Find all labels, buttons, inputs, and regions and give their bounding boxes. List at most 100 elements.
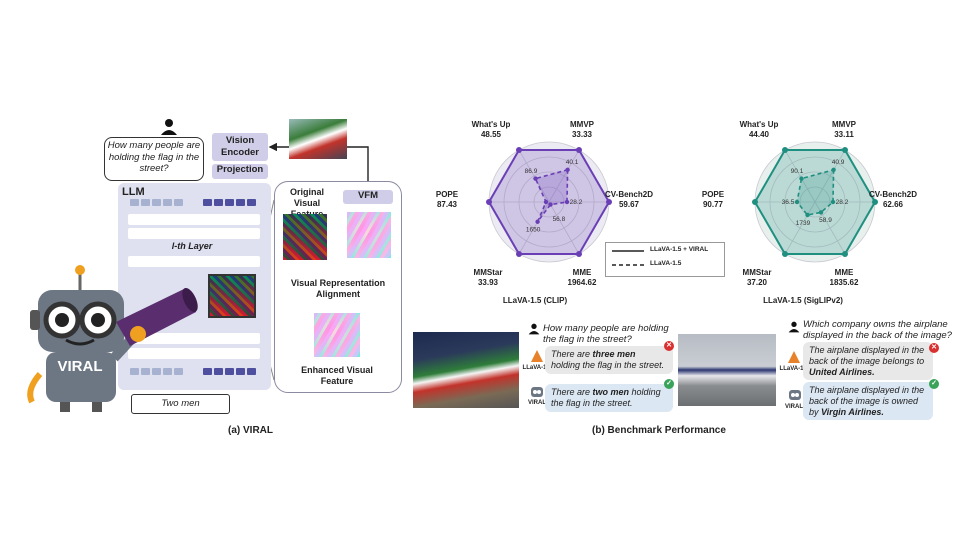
question-bubble: How many people are holding the flag in … bbox=[104, 137, 204, 181]
radar-inner-label: 1739 bbox=[796, 220, 811, 227]
radar-point bbox=[830, 199, 836, 205]
vision-encoder-label: Vision Encoder bbox=[220, 135, 259, 158]
caption-b: (b) Benchmark Performance bbox=[592, 425, 726, 436]
text-token bbox=[174, 199, 183, 206]
enhanced-feature-map bbox=[314, 313, 360, 357]
radar-point bbox=[872, 199, 878, 205]
radar-point bbox=[576, 147, 582, 154]
caption-a: (a) VIRAL bbox=[228, 425, 273, 436]
layer-bar bbox=[128, 348, 260, 359]
radar-inner-label: 40.1 bbox=[566, 159, 579, 166]
radar-point bbox=[799, 176, 804, 181]
legend-solid-line bbox=[612, 250, 644, 252]
radar-axis-line bbox=[548, 201, 580, 255]
enhanced-feature-label: Enhanced Visual Feature bbox=[301, 365, 373, 386]
layer-bar bbox=[128, 214, 260, 225]
radar-point bbox=[842, 147, 848, 154]
legend-entry-viral: LLaVA-1.5 + VIRAL bbox=[650, 246, 709, 253]
llava-logo-icon bbox=[531, 350, 543, 362]
text-token bbox=[141, 199, 150, 206]
text-token bbox=[130, 199, 139, 206]
user-icon bbox=[788, 321, 800, 333]
radar-point bbox=[752, 199, 758, 205]
radar-point bbox=[486, 199, 492, 205]
visual-token bbox=[214, 199, 223, 206]
radar-point bbox=[794, 199, 800, 205]
chart-legend: LLaVA-1.5 + VIRAL LLaVA-1.5 bbox=[605, 242, 725, 277]
text-token bbox=[141, 368, 150, 375]
radar-point bbox=[805, 212, 810, 218]
radar-point bbox=[535, 219, 540, 224]
radar-inner-label: 1650 bbox=[526, 227, 541, 234]
visual-token bbox=[247, 199, 256, 206]
example1-viral-answer: There are two men holding the flag in th… bbox=[545, 384, 673, 412]
radar-axis-line bbox=[814, 149, 846, 203]
radar-point bbox=[543, 199, 549, 205]
answer-text: Two men bbox=[161, 398, 200, 409]
example1-image bbox=[413, 332, 519, 408]
example1-viral-model: VIRAL bbox=[528, 400, 546, 406]
legend-entry-baseline: LLaVA-1.5 bbox=[650, 260, 682, 267]
radar-point bbox=[533, 176, 538, 181]
visual-token bbox=[214, 368, 223, 375]
vfm-label: VFM bbox=[357, 190, 379, 201]
radar-inner-label: 36.5 bbox=[782, 199, 795, 206]
robot-mascot-icon bbox=[27, 265, 198, 412]
robot-label: VIRAL bbox=[57, 358, 103, 375]
wrong-icon: ✕ bbox=[664, 341, 674, 351]
radar-inner-label: 58.9 bbox=[819, 217, 832, 224]
text-token bbox=[163, 368, 172, 375]
visual-token bbox=[236, 199, 245, 206]
input-tokens-row bbox=[130, 199, 265, 207]
radar-axis-line bbox=[784, 201, 816, 255]
radar-axis-line bbox=[784, 149, 816, 203]
layer-bar bbox=[128, 333, 260, 344]
layer-bar bbox=[128, 228, 260, 239]
input-image bbox=[289, 119, 347, 159]
radar-point bbox=[576, 250, 582, 257]
radar-axis-line bbox=[518, 201, 550, 255]
projection-label: Projection bbox=[216, 164, 264, 175]
example2-question: Which company owns the airplane displaye… bbox=[803, 319, 952, 341]
visual-token bbox=[203, 199, 212, 206]
text-token bbox=[152, 199, 161, 206]
visual-token bbox=[225, 368, 234, 375]
radar-point bbox=[831, 167, 836, 172]
radar-point bbox=[606, 199, 612, 205]
radar-point bbox=[818, 210, 824, 215]
visual-token bbox=[225, 199, 234, 206]
vfm-feature-map bbox=[347, 212, 391, 258]
layer-label: l-th Layer bbox=[171, 241, 213, 251]
llava-logo-icon bbox=[788, 351, 800, 363]
radar-point bbox=[516, 250, 522, 257]
user-icon bbox=[528, 323, 540, 335]
chart2-title: LLaVA-1.5 (SigLIPv2) bbox=[763, 296, 843, 305]
example2-image bbox=[678, 334, 776, 406]
llm-label: LLM bbox=[122, 186, 145, 198]
radar-inner-label: 40.9 bbox=[832, 159, 845, 166]
alignment-label: Visual Representation Alignment bbox=[290, 278, 386, 299]
question-text: How many people are holding the flag in … bbox=[107, 140, 201, 174]
radar-inner-label: 90.1 bbox=[791, 168, 804, 175]
viral-robot-icon bbox=[531, 387, 543, 397]
visual-token bbox=[203, 368, 212, 375]
chart1-title: LLaVA-1.5 (CLIP) bbox=[502, 296, 568, 305]
legend-dashed-line bbox=[612, 264, 644, 266]
example1-question: How many people are holding the flag in … bbox=[543, 323, 669, 345]
example1-baseline-model: LLaVA-1.5 bbox=[522, 365, 552, 371]
radar-inner-label: 56.8 bbox=[553, 216, 566, 223]
correct-icon: ✓ bbox=[929, 379, 939, 389]
radar-axis-line bbox=[548, 149, 580, 203]
answer-box: Two men bbox=[131, 394, 230, 414]
radar-inner-label: 28.2 bbox=[836, 199, 849, 206]
